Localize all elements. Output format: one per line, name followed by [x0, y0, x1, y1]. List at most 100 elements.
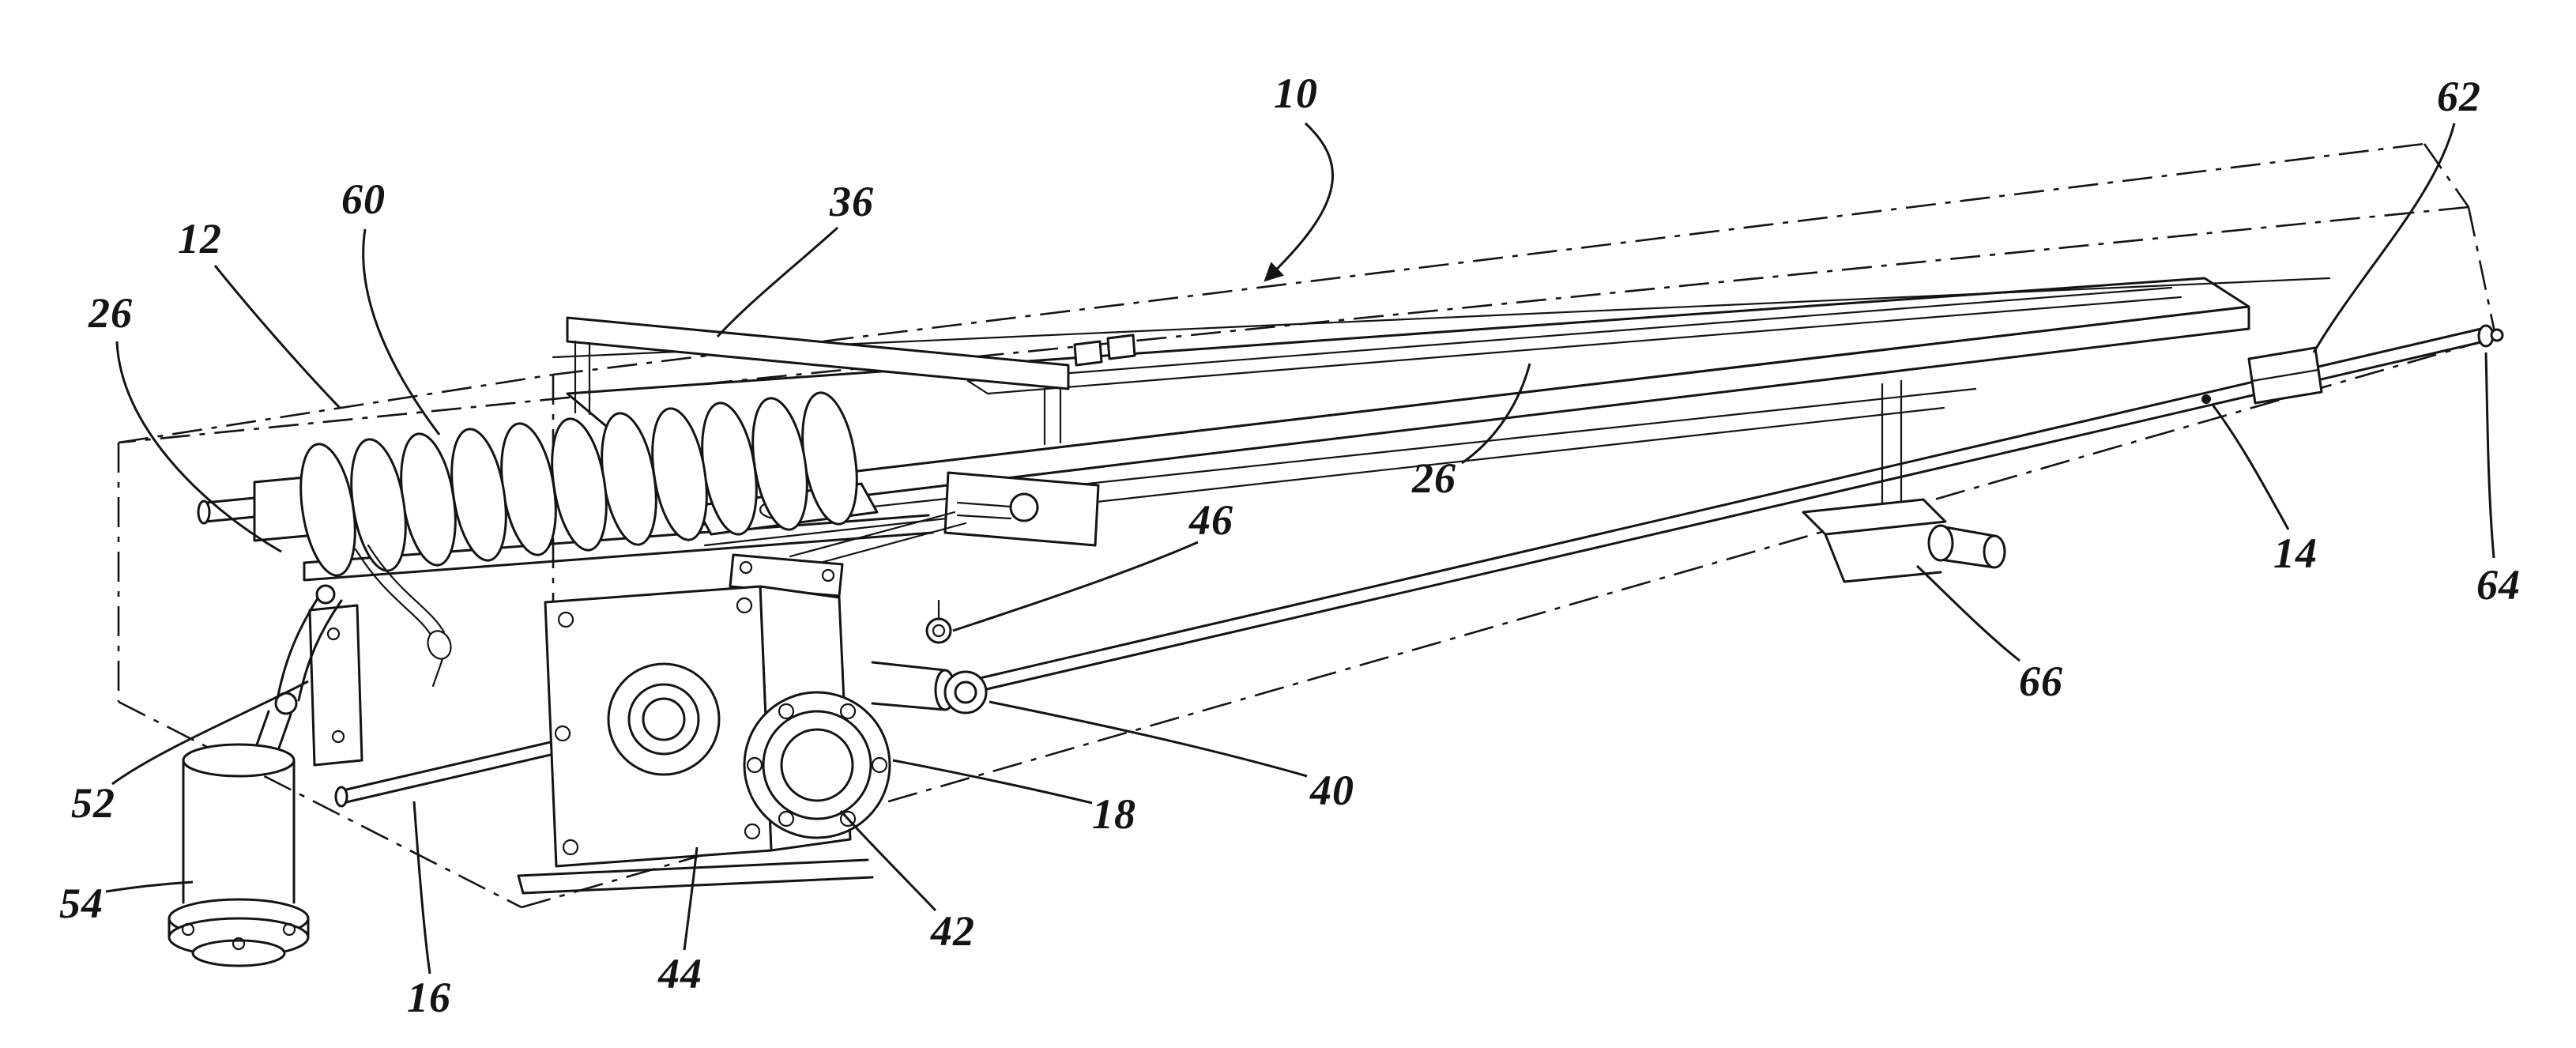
gearbox-base-plate	[517, 858, 874, 895]
bracket66-plate	[1802, 498, 1947, 536]
shaft16-end-cap	[334, 786, 348, 808]
front-boss-inner	[642, 697, 686, 741]
top-flange-bolt-2	[821, 568, 835, 582]
ref-label-36: 36	[830, 178, 874, 225]
flange42-bolt-6	[839, 703, 857, 720]
phantom-right-top-edge	[2423, 143, 2470, 208]
leader-10	[1264, 122, 1334, 282]
lever-and-cylinder	[168, 584, 363, 967]
leader-62	[2312, 123, 2456, 353]
leader-26-mid	[1461, 363, 1531, 465]
rod-reference-dot	[2201, 394, 2211, 404]
flange54-bolt-2	[232, 937, 246, 951]
ref-label-54: 54	[59, 880, 104, 927]
piston40-knob-outer	[943, 670, 988, 714]
leader-36	[716, 226, 839, 338]
main-beam	[552, 277, 2331, 547]
spring-coil-1	[299, 443, 356, 577]
clamp-bolt-head	[1009, 492, 1039, 522]
spring-drain-tube	[354, 544, 446, 640]
front-boss-mid	[627, 683, 700, 756]
lever-arm	[277, 590, 343, 702]
ref-label-46: 46	[1189, 496, 1233, 544]
phantom-left-bottom-edge	[118, 700, 522, 909]
pivot-plate-52	[308, 604, 363, 767]
ref-label-18: 18	[1092, 790, 1136, 838]
leader-lines	[105, 122, 2495, 974]
leader-46	[952, 541, 1199, 632]
leader-42	[839, 810, 937, 912]
coil-spring	[197, 391, 858, 688]
leader-60	[362, 228, 441, 435]
lever-pivot	[315, 584, 336, 605]
pivot-plate-hole-2	[331, 729, 345, 744]
clamp-bolt-shaft	[956, 501, 1012, 520]
ref-label-40: 40	[1310, 767, 1354, 814]
ref-label-44: 44	[658, 950, 702, 997]
ref-label-62: 62	[2437, 73, 2481, 120]
spring-shaft-stub	[204, 496, 256, 523]
gearbox-strut	[789, 511, 967, 569]
piston40-knob-inner	[954, 680, 977, 704]
bracket66-roller-right	[1983, 534, 2006, 569]
ref-label-12: 12	[178, 215, 222, 262]
cylinder54-walls	[182, 759, 296, 904]
leader-52	[111, 680, 309, 786]
overhead-bracket-36	[566, 316, 1100, 547]
ref-label-64: 64	[2476, 561, 2521, 609]
phantom-top-rear-edge	[552, 142, 2425, 376]
phantom-front-top-edge	[118, 205, 2469, 444]
flange42-outer	[743, 691, 891, 839]
pivot-plate-hole-1	[326, 627, 341, 641]
leader-16	[412, 801, 431, 974]
plate-bolt-4	[562, 839, 579, 856]
plate-bolt-1	[557, 611, 574, 628]
flange42-bolt-5	[778, 703, 795, 720]
bracket-bar	[566, 316, 1070, 390]
piston40-body	[871, 661, 947, 711]
ref-label-14: 14	[2273, 530, 2318, 577]
support-bracket-66	[1802, 379, 2006, 583]
tube-fitting	[427, 630, 452, 660]
leader-14	[2211, 404, 2290, 530]
rod-lines	[978, 327, 2486, 692]
top-flange-bolt-1	[739, 560, 753, 575]
flange42-bolt-4	[746, 756, 763, 774]
bracket66-post	[1881, 379, 1903, 507]
bracket66-strap	[1824, 533, 1942, 583]
leader-18	[892, 759, 1093, 805]
beam-rear-strip	[966, 286, 2182, 395]
flange54-bolt-3	[282, 922, 296, 937]
rod-collar-midline	[2250, 368, 2320, 383]
leader-66	[1915, 564, 2021, 662]
beam-rear-tab-2	[1106, 334, 1136, 360]
cylinder54-top	[182, 743, 296, 778]
gearbox-assembly	[334, 511, 988, 895]
tube-tail	[431, 658, 444, 688]
flange42-inner	[780, 728, 854, 802]
fitting46-inner	[932, 624, 946, 638]
flange42-bolt-2	[839, 810, 857, 827]
front-boss-outer	[607, 662, 721, 776]
ref-label-60: 60	[341, 175, 386, 223]
plate-bolt-5	[554, 725, 571, 742]
leader-64	[2484, 352, 2495, 559]
leader-44	[683, 846, 699, 951]
ref-label-16: 16	[407, 974, 451, 1021]
bracket-right-leg	[1043, 387, 1062, 446]
ref-label-52: 52	[71, 779, 115, 827]
rod-tip-nub	[2490, 328, 2504, 342]
leader-54	[105, 880, 194, 893]
lower-rail-lines	[303, 514, 934, 582]
flange42-mid	[762, 710, 872, 820]
bracket66-roller-body	[1939, 525, 1996, 569]
beam-rear-tab-1	[1073, 340, 1103, 367]
ref-label-26-mid: 26	[1412, 454, 1456, 502]
leader-12	[213, 265, 341, 409]
phantom-right-front-edge	[2467, 206, 2497, 337]
leader-26-left	[115, 341, 282, 553]
leader-40	[989, 700, 1308, 778]
cylinder54-base	[191, 939, 286, 967]
spring-shaft-end	[197, 499, 211, 525]
